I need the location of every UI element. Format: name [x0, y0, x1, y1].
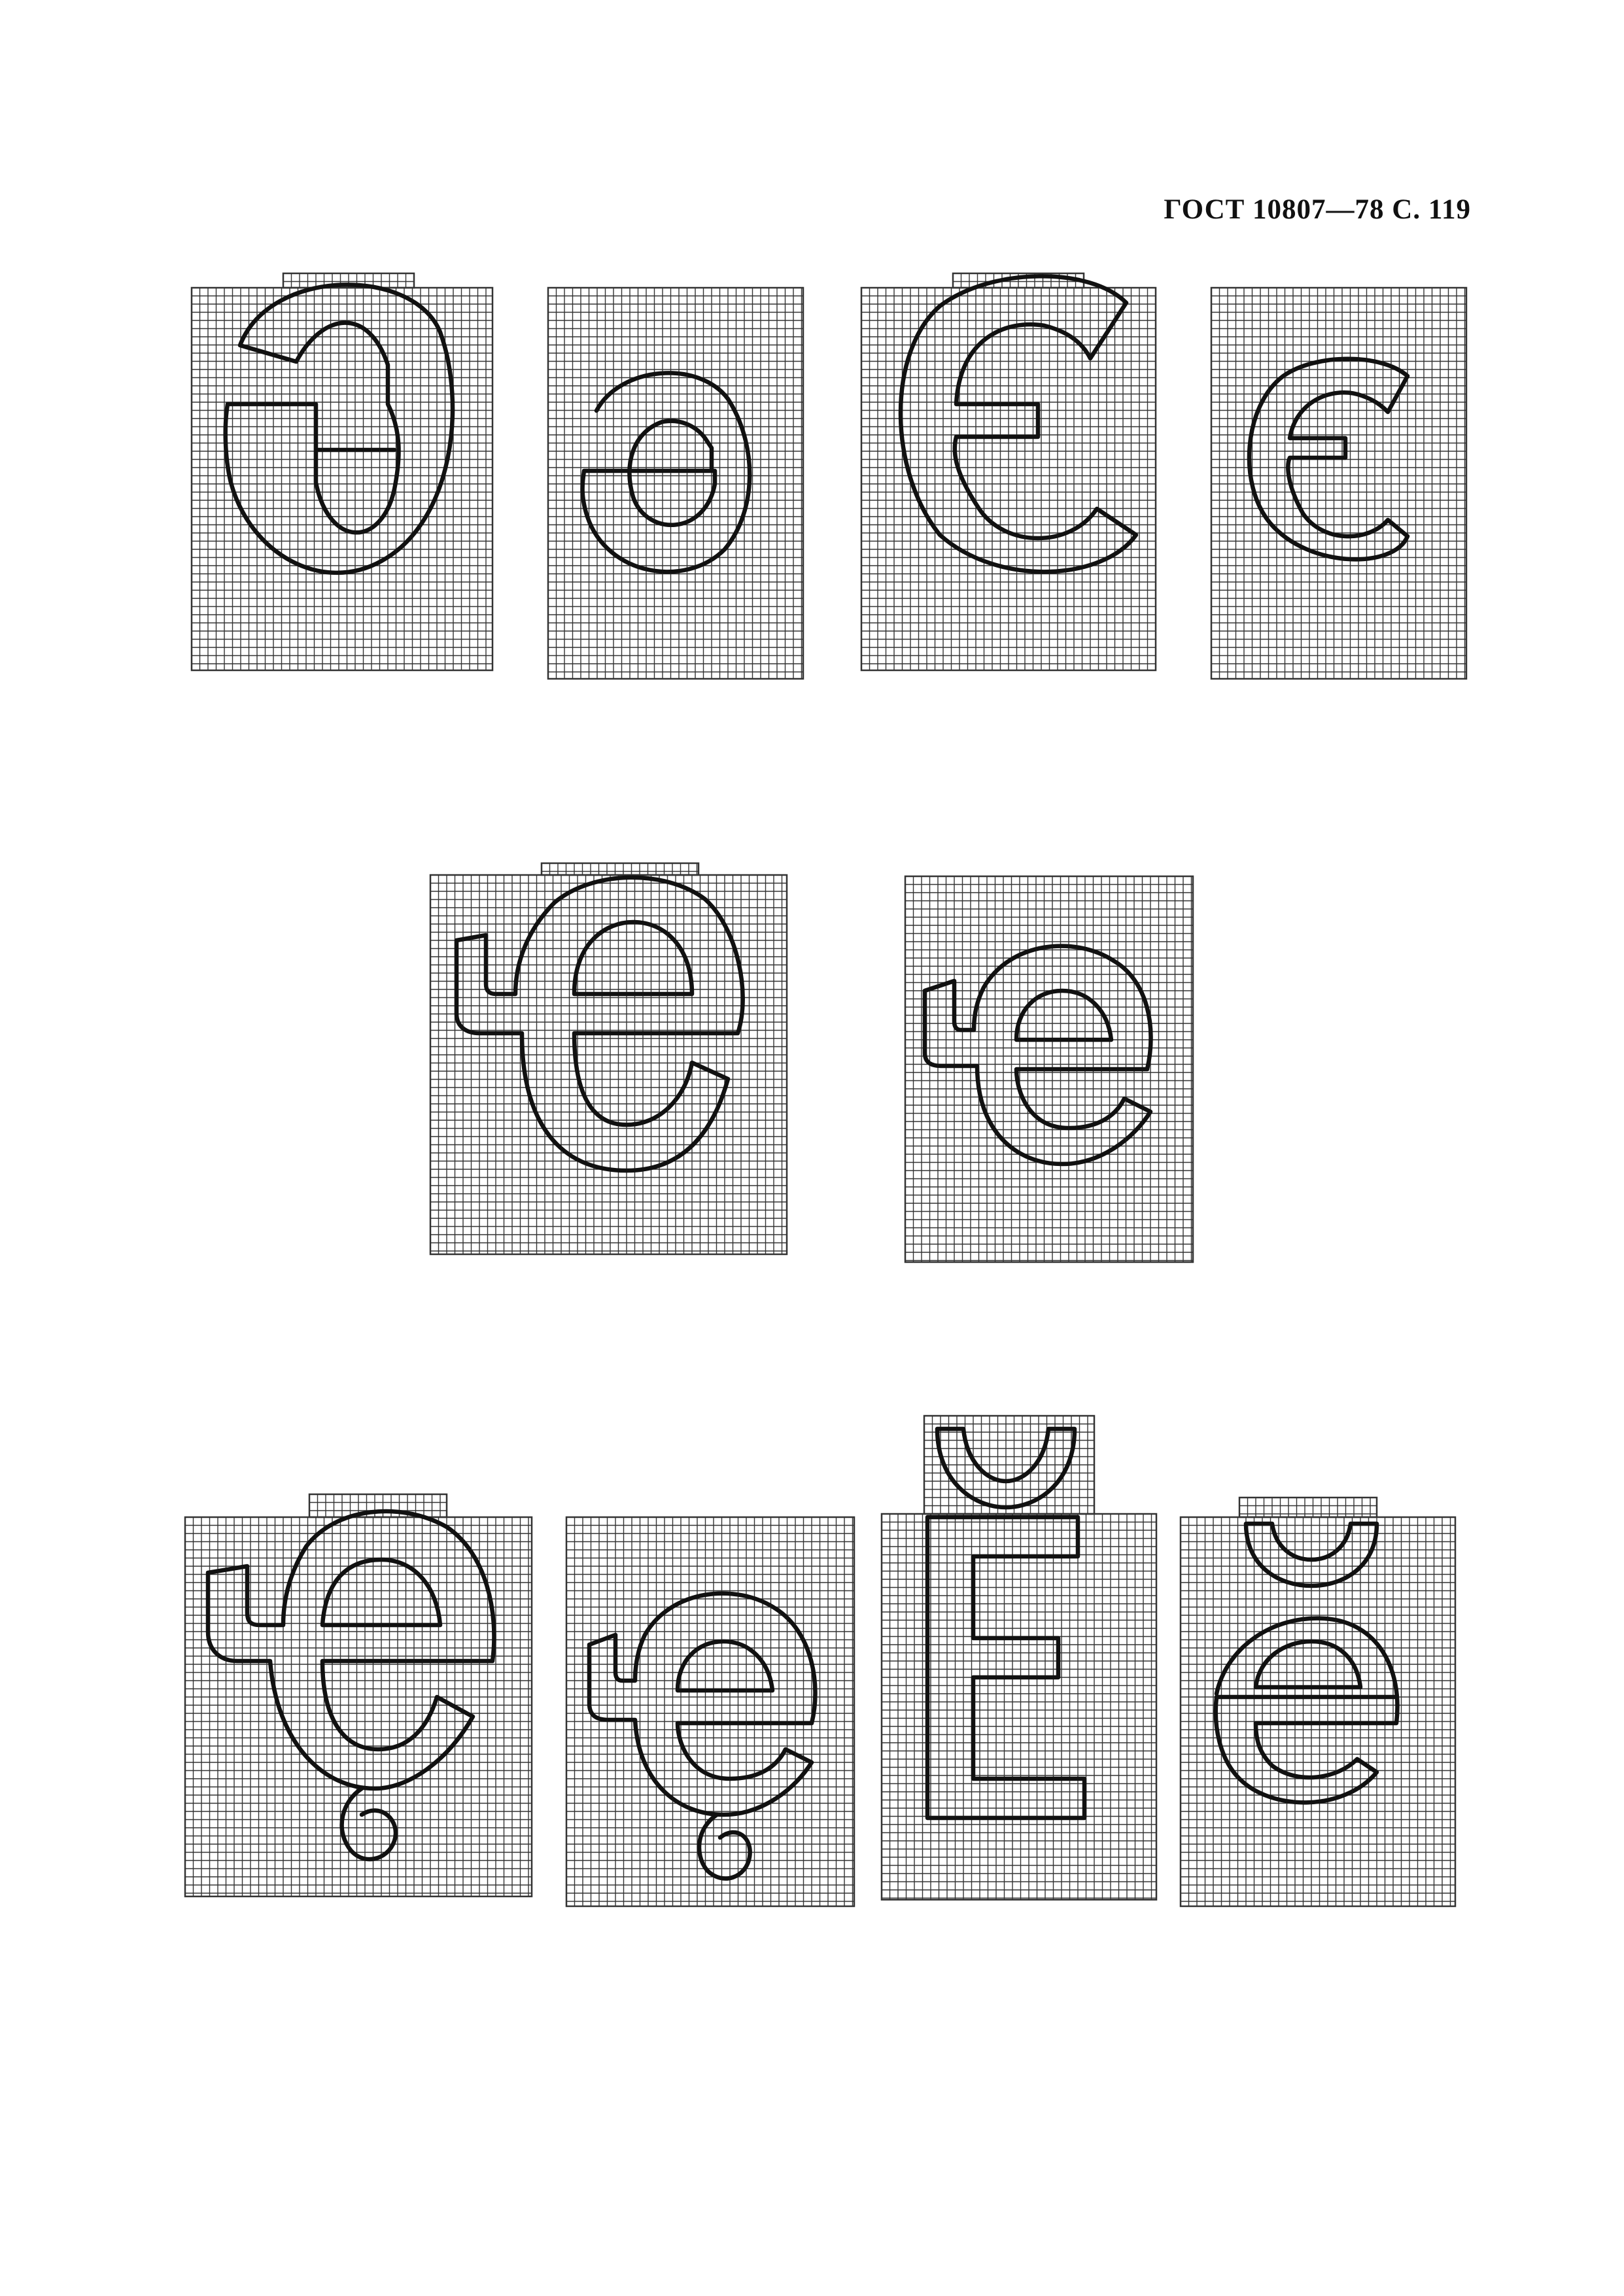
grid	[547, 286, 804, 680]
glyph-plate-e-hook-descender-capital	[184, 1493, 533, 1898]
glyph-plate-e-reversed-capital	[860, 272, 1157, 672]
glyph-plate-e-breve-capital	[880, 1414, 1158, 1901]
glyph-outline	[1213, 1521, 1400, 1805]
glyph-plate-schwa-small	[547, 286, 804, 680]
grid	[904, 875, 1194, 1263]
glyph-plate-schwa-capital	[190, 272, 494, 672]
glyph-plate-e-breve-small	[1179, 1496, 1457, 1908]
glyph-outline	[223, 283, 455, 575]
glyph-outline	[580, 371, 752, 574]
grid	[860, 272, 1157, 672]
glyph-plate-e-hook-descender-small	[565, 1516, 855, 1908]
glyph-plate-e-reversed-small	[1210, 286, 1468, 680]
grid	[190, 272, 494, 672]
grid	[880, 1414, 1158, 1901]
grid	[184, 1493, 533, 1898]
glyph-outline	[1247, 356, 1410, 562]
glyph-outline	[587, 1591, 818, 1881]
glyph-outline	[205, 1509, 496, 1862]
glyph-outline	[925, 1426, 1087, 1821]
glyph-outline	[898, 274, 1139, 574]
grid	[429, 862, 788, 1256]
glyph-outline	[454, 875, 745, 1173]
glyph-outline	[922, 944, 1153, 1167]
glyph-plate-e-hook-capital	[429, 862, 788, 1256]
glyph-plate-e-hook-small	[904, 875, 1194, 1263]
grid	[1210, 286, 1468, 680]
page-header: ГОСТ 10807—78 С. 119	[1164, 194, 1471, 225]
grid	[565, 1516, 855, 1908]
